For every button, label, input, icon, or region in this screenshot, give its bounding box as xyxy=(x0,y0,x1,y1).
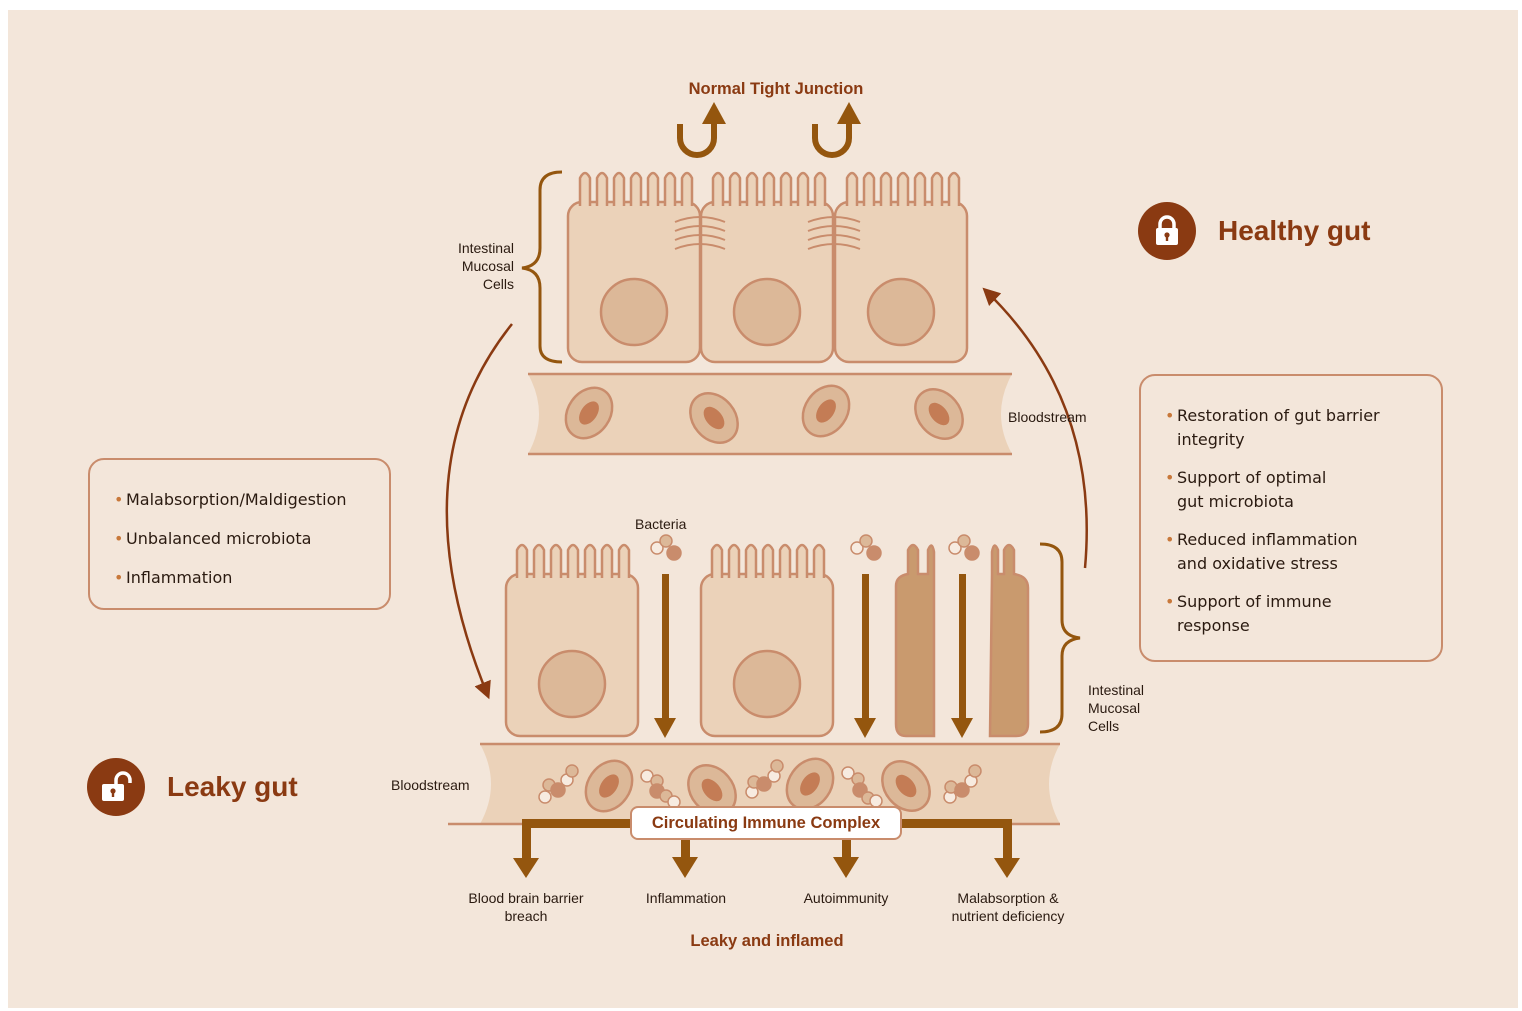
bacteria-clusters xyxy=(650,534,980,561)
padlock-open-icon xyxy=(87,758,145,816)
mucosal-label-top: Intestinal Mucosal Cells xyxy=(457,240,514,292)
leaky-nuclei xyxy=(537,649,802,719)
outcome-autoimmunity: Autoimmunity xyxy=(803,890,889,906)
cause-item: Unbalanced microbiota xyxy=(114,527,389,551)
outcome-malabsorption: Malabsorption & nutrient deficiency xyxy=(951,890,1065,924)
brace-top xyxy=(521,170,563,364)
immune-complex-label: Circulating Immune Complex xyxy=(630,806,902,840)
outcome-branches xyxy=(513,819,1020,878)
brace-bottom xyxy=(1039,542,1081,734)
u-turn-arrowhead-left xyxy=(702,102,726,124)
damaged-cells xyxy=(894,543,1030,738)
bacteria-leak-arrows xyxy=(654,574,973,738)
causes-list: Malabsorption/Maldigestion Unbalanced mi… xyxy=(114,488,389,590)
benefit-item: Support of optimal gut microbiota xyxy=(1165,466,1421,514)
healthy-gut-status: Healthy gut xyxy=(1138,202,1370,260)
leaky-microvilli xyxy=(515,543,826,578)
benefits-list: Restoration of gut barrier integrity Sup… xyxy=(1165,404,1421,638)
bottom-title: Leaky and inflamed xyxy=(690,932,844,950)
cause-item: Inflammation xyxy=(114,566,389,590)
padlock-closed-icon xyxy=(1138,202,1196,260)
u-turn-arrow-right xyxy=(812,118,852,158)
causes-box: Malabsorption/Maldigestion Unbalanced mi… xyxy=(88,458,391,610)
u-turn-arrowhead-right xyxy=(837,102,861,124)
healthy-nuclei xyxy=(599,277,936,347)
u-turn-arrow-left xyxy=(677,118,717,158)
benefit-item: Reduced inflammation and oxidative stres… xyxy=(1165,528,1421,576)
leaky-gut-label: Leaky gut xyxy=(167,771,298,802)
top-title: Normal Tight Junction xyxy=(688,80,864,98)
benefit-item: Restoration of gut barrier integrity xyxy=(1165,404,1421,452)
healthy-gut-label: Healthy gut xyxy=(1218,215,1371,246)
bloodstream-label-top: Bloodstream xyxy=(1008,409,1087,425)
benefit-item: Support of immune response xyxy=(1165,590,1421,638)
bloodstream-top xyxy=(528,374,1012,454)
bacteria-label: Bacteria xyxy=(635,516,687,532)
cause-item: Malabsorption/Maldigestion xyxy=(114,488,389,512)
red-blood-cells-top xyxy=(564,384,964,444)
bloodstream-label-bottom: Bloodstream xyxy=(391,777,470,793)
cycle-arrow-up xyxy=(982,287,1088,569)
outcome-blood-brain: Blood brain barrier breach xyxy=(468,890,584,924)
benefits-box: Restoration of gut barrier integrity Sup… xyxy=(1139,374,1443,662)
healthy-microvilli xyxy=(578,171,961,206)
leaky-gut-status: Leaky gut xyxy=(87,758,298,816)
outcome-inflammation: Inflammation xyxy=(645,890,727,906)
tight-junction-lines xyxy=(674,216,861,250)
mucosal-label-bottom: Intestinal Mucosal Cells xyxy=(1088,682,1145,734)
cycle-arrow-down xyxy=(445,323,513,700)
